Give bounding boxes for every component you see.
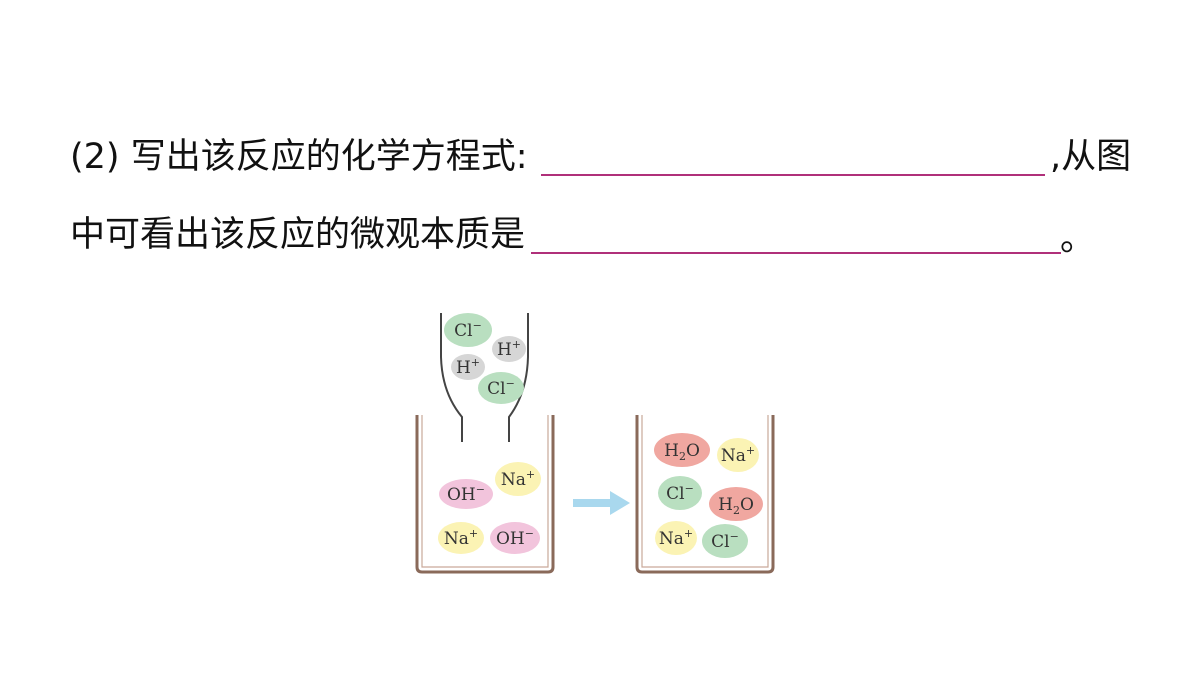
ion-beaker_left-1: OH− — [439, 479, 493, 509]
beaker-left-inner — [421, 415, 549, 568]
ion-beaker_right-1: Na+ — [717, 438, 759, 472]
answer-blank-essence[interactable] — [531, 252, 1061, 254]
ion-beaker_left-3: OH− — [490, 522, 540, 554]
ion-beaker_left-2: Na+ — [438, 522, 484, 554]
ion-beaker_right-4: Na+ — [655, 521, 697, 555]
answer-blank-equation[interactable] — [541, 174, 1045, 176]
svg-text:H2O: H2O — [664, 441, 700, 463]
ion-dropper-2: H+ — [451, 354, 485, 380]
reaction-arrow-icon — [573, 491, 630, 515]
question-line-1-prefix: (2) 写出该反应的化学方程式: — [70, 137, 528, 177]
svg-text:OH−: OH− — [447, 483, 485, 505]
question-line-1-suffix: ,从图 — [1050, 137, 1132, 177]
ion-beaker_right-2: Cl− — [658, 476, 702, 510]
svg-text:OH−: OH− — [496, 527, 534, 549]
question-line-2-suffix: 。 — [1060, 219, 1096, 259]
ion-beaker_right-3: H2O — [709, 487, 763, 521]
beaker-right — [635, 415, 775, 574]
beaker-left — [415, 415, 555, 574]
ion-beaker_left-0: Na+ — [495, 462, 541, 496]
beaker-right-inner — [641, 415, 769, 568]
question-line-2-prefix: 中可看出该反应的微观本质是 — [70, 215, 526, 255]
ion-beaker_right-5: Cl− — [702, 524, 748, 558]
ion-dropper-0: Cl− — [444, 313, 492, 347]
ion-dropper-1: H+ — [492, 336, 526, 362]
svg-text:H2O: H2O — [718, 495, 754, 517]
ion-dropper-3: Cl− — [478, 372, 524, 404]
ion-beaker_right-0: H2O — [654, 433, 710, 467]
